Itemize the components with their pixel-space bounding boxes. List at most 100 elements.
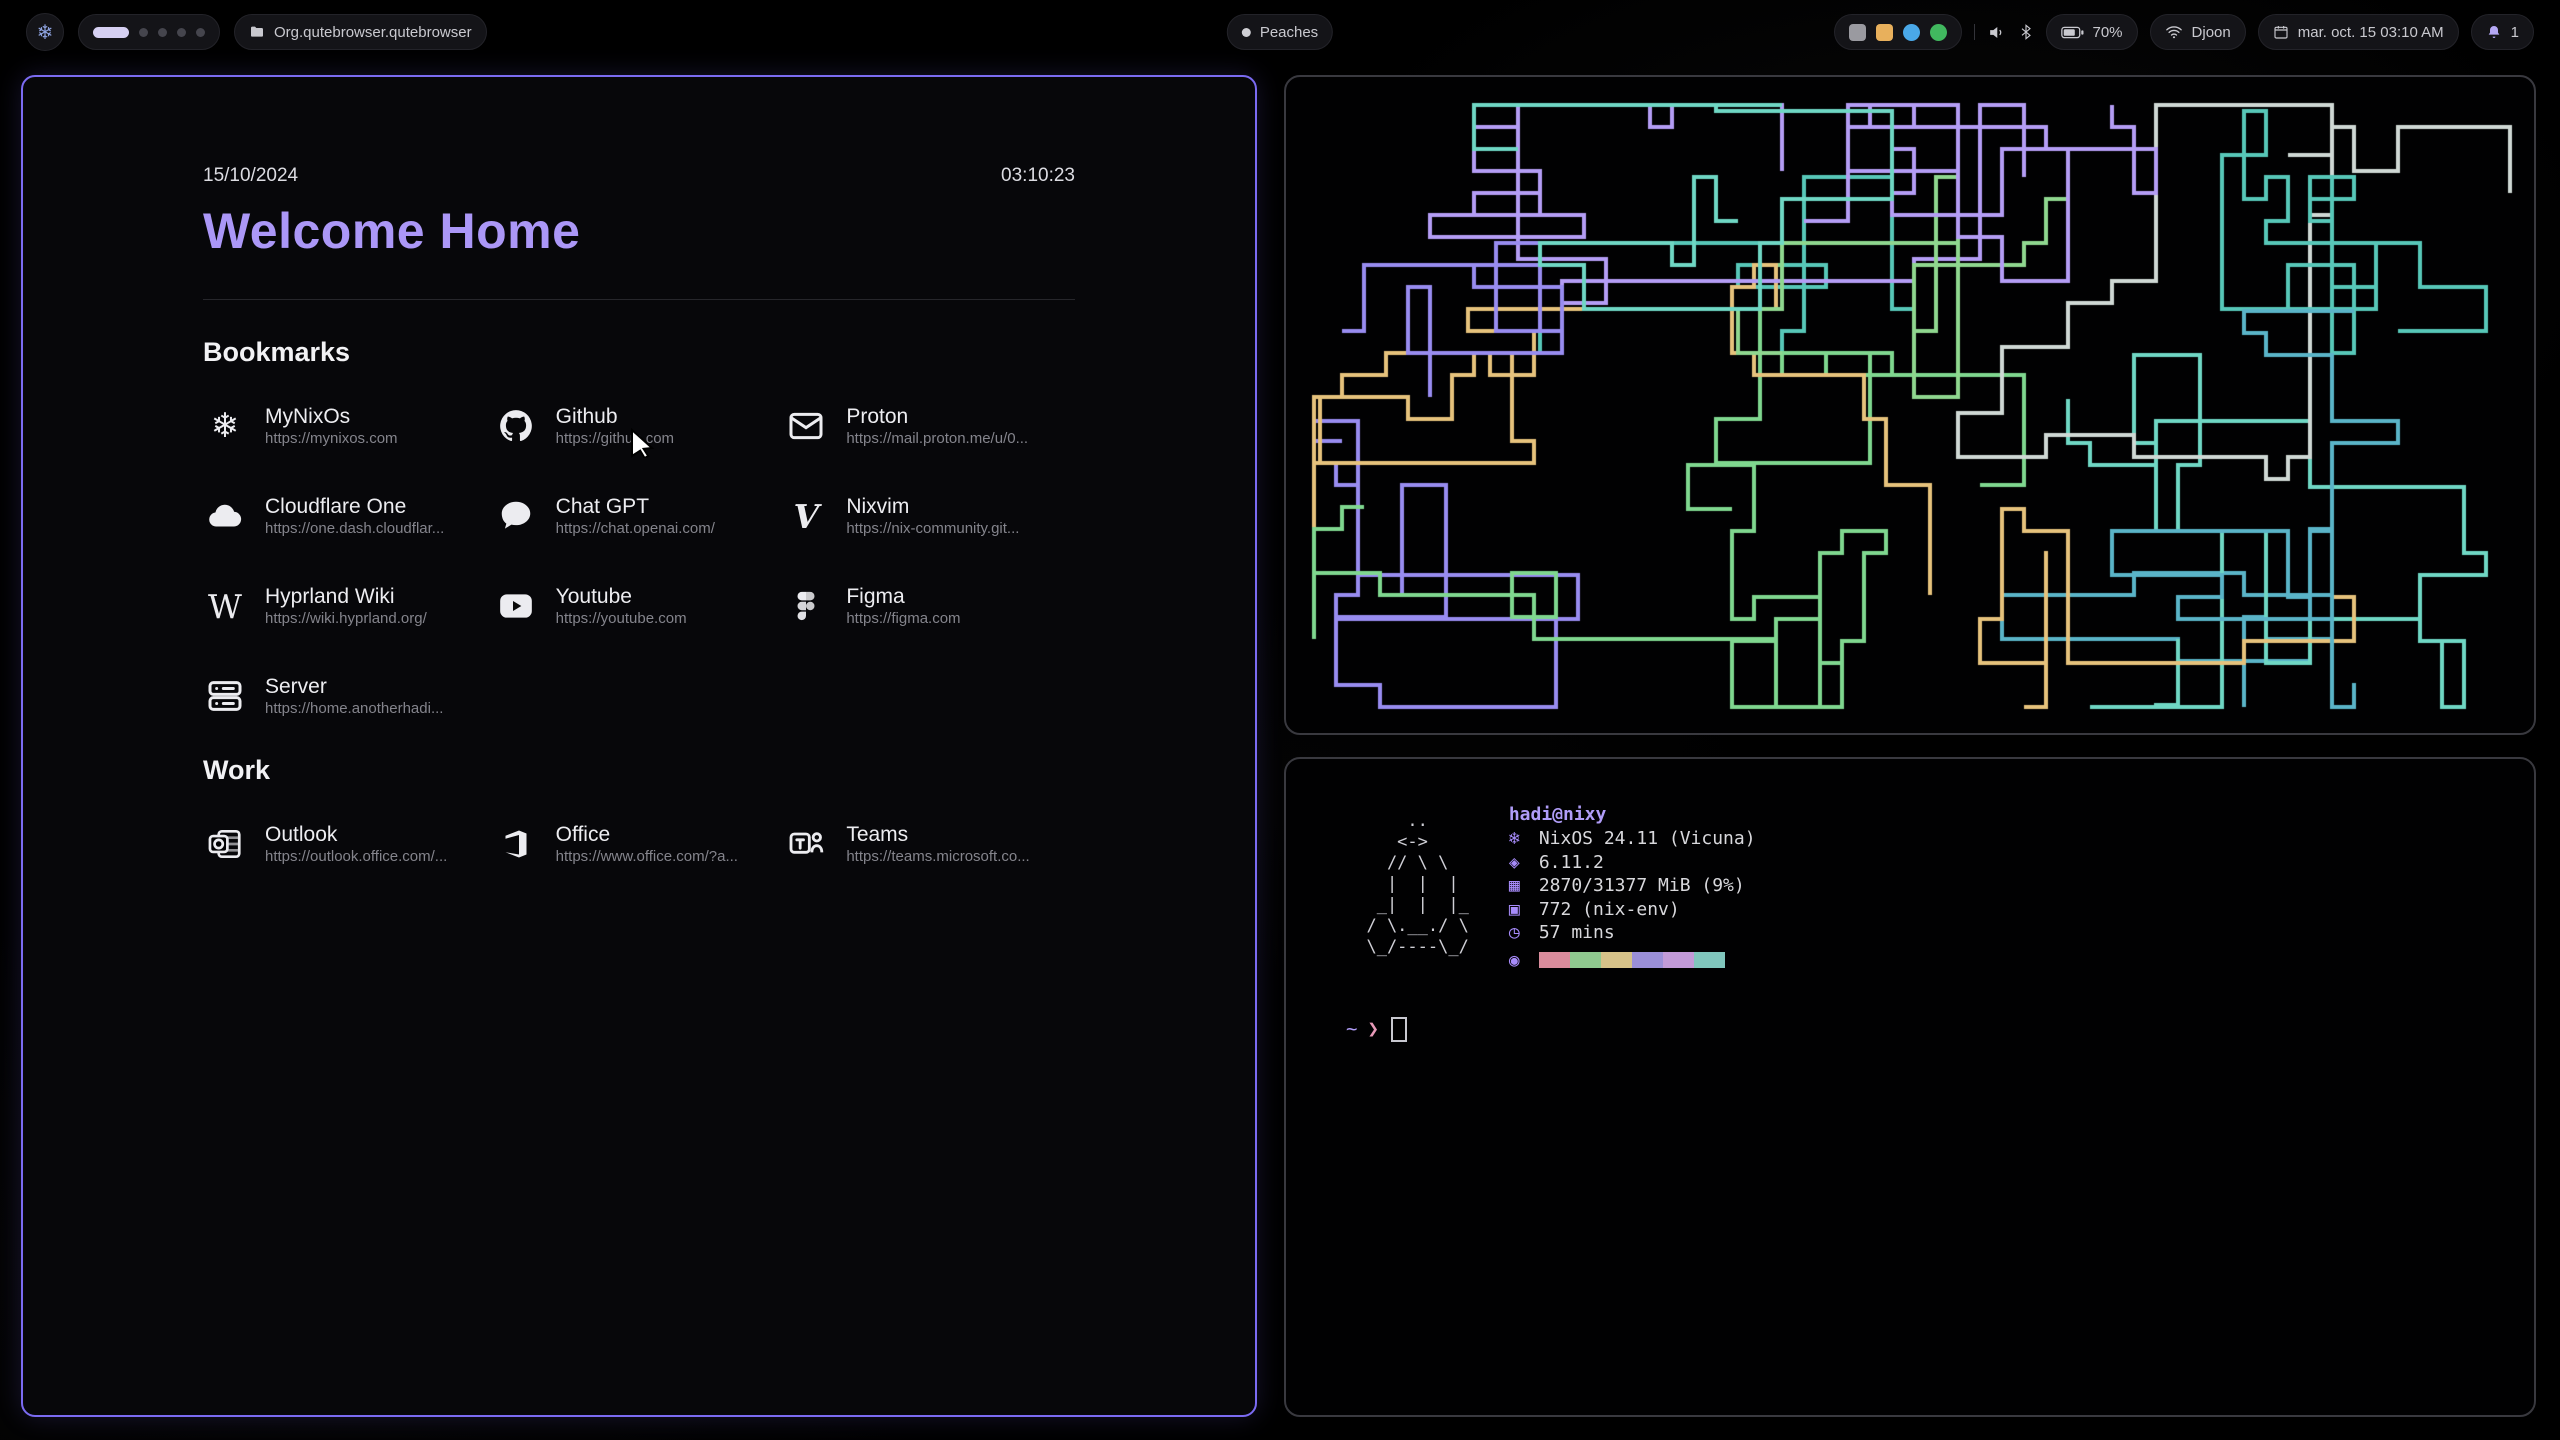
github-icon [494,404,538,448]
notifications-chip[interactable]: 1 [2470,14,2534,50]
bookmark-item[interactable]: Proton https://mail.proton.me/u/0... [784,404,1075,448]
work-section: Work Outlook https://outlook.office.com/… [203,754,1075,866]
center-status-chip[interactable]: Peaches [1226,14,1334,50]
palette-swatch [1662,952,1694,968]
palette-swatch [1631,952,1663,968]
volume-icon[interactable] [1987,23,2006,42]
bookmark-item[interactable]: Teams https://teams.microsoft.co... [784,822,1075,866]
memory-icon-row: ▦2870/31377 MiB (9%) [1509,874,1756,898]
cloud-icon [203,494,247,538]
bookmark-item[interactable]: W Hyprland Wiki https://wiki.hyprland.or… [203,584,494,628]
bookmark-item[interactable]: ❄ MyNixOs https://mynixos.com [203,404,494,448]
bookmark-label: Cloudflare One [265,495,407,518]
window-title-chip[interactable]: Org.qutebrowser.qutebrowser [234,14,487,50]
battery-percent: 70% [2092,23,2123,41]
status-dot-icon [1241,27,1251,37]
bookmarks-grid: ❄ MyNixOs https://mynixos.com Github htt… [203,404,1075,718]
bookmarks-heading: Bookmarks [203,337,351,367]
kernel-icon: ◈ [1508,851,1520,873]
fetch-palette [1538,952,1725,968]
bookmark-url: https://www.office.com/?a... [555,848,738,865]
tray-icon-3[interactable] [1902,23,1920,41]
office-icon [494,822,538,866]
bluetooth-icon[interactable] [2018,24,2034,40]
bookmark-item[interactable]: Github https://github.com [494,404,785,448]
startpage-content: 15/10/2024 03:10:23 Welcome Home Bookmar… [203,77,1075,866]
bookmark-label: Youtube [555,585,632,608]
bookmark-url: https://teams.microsoft.co... [846,848,1030,865]
bookmark-item[interactable]: Office https://www.office.com/?a... [494,822,785,866]
clock-chip[interactable]: mar. oct. 15 03:10 AM [2257,14,2459,50]
fetch-info: hadi@nixy ❄ NixOS 24.11 (Vicuna)◈6.11.2▦2… [1509,803,1756,971]
calendar-icon [2273,24,2289,40]
bookmark-item[interactable]: Cloudflare One https://one.dash.cloudfla… [203,494,494,538]
terminal-window: .. <-> // \ \ | | | _| | |_ / \.__./ \ \… [1284,757,2536,1417]
workspace-dot[interactable] [139,27,148,37]
terminal-cursor [1390,1016,1407,1042]
clock-label: mar. oct. 15 03:10 AM [2297,23,2444,41]
bar-separator [1973,24,1975,40]
tray-icon-2[interactable] [1875,23,1893,41]
bookmark-label: Teams [846,823,909,846]
bookmark-item[interactable]: Server https://home.anotherhadi... [203,674,494,718]
network-chip[interactable]: Djoon [2149,14,2246,50]
palette-swatch [1569,952,1601,968]
terminal-prompt[interactable]: ~ ❯ [1346,1016,2474,1042]
workspace-active-pill[interactable] [93,26,129,38]
tray-group [1833,14,1962,50]
nix-icon: ❄ [210,407,240,445]
fetch-info-text: 57 mins [1538,922,1615,943]
bookmark-url: https://figma.com [846,610,961,627]
battery-icon [2060,26,2084,39]
date-time-row: 15/10/2024 03:10:23 [203,165,1075,187]
packages-icon: ▣ [1508,898,1520,920]
startpage-date: 15/10/2024 [203,165,299,186]
palette-swatch [1600,952,1632,968]
bookmark-item[interactable]: Figma https://figma.com [784,584,1075,628]
network-ssid: Djoon [2191,23,2231,41]
folder-icon [249,24,265,40]
tray-icon-4[interactable] [1929,23,1947,41]
bookmark-label: Github [555,405,618,428]
wifi-icon [2165,23,2183,41]
fetch-ascii: .. <-> // \ \ | | | _| | |_ / \.__./ \ \… [1366,811,1469,957]
figma-icon [784,584,828,628]
bookmark-label: Figma [846,585,905,608]
workspace-dot[interactable] [196,27,205,37]
bookmark-item[interactable]: Youtube https://youtube.com [494,584,785,628]
launcher-button[interactable]: ❄ [26,13,64,51]
fetch-user-host: hadi@nixy [1508,804,1607,825]
nix-os-icon: ❄ [1508,828,1520,849]
workspace-dot[interactable] [177,27,186,37]
kernel-icon-row: ◈6.11.2 [1509,851,1756,875]
palette-swatch [1538,952,1570,968]
bell-icon [2486,24,2502,40]
fetch-palette-row: ◉ [1509,950,1756,971]
bookmark-url: https://github.com [555,430,675,447]
battery-chip[interactable]: 70% [2045,14,2138,50]
bookmark-item[interactable]: V Nixvim https://nix-community.git... [784,494,1075,538]
fetch-info-text: NixOS 24.11 (Vicuna) [1538,828,1756,849]
workspace-dot[interactable] [158,27,167,37]
bookmark-url: https://nix-community.git... [846,520,1020,537]
nix-os-icon-row: ❄ NixOS 24.11 (Vicuna) [1509,827,1756,851]
bookmark-url: https://outlook.office.com/... [265,848,448,865]
bookmark-url: https://one.dash.cloudflar... [265,520,445,537]
fastfetch-output: .. <-> // \ \ | | | _| | |_ / \.__./ \ \… [1346,803,2474,971]
bookmark-label: Proton [846,405,909,428]
bookmark-label: MyNixOs [265,405,351,428]
wiki-icon: W [208,586,242,626]
teams-icon [784,822,828,866]
bookmark-url: https://mail.proton.me/u/0... [846,430,1029,447]
work-heading: Work [203,755,271,785]
tray-icon-1[interactable] [1848,23,1866,41]
bookmark-label: Office [555,823,611,846]
bookmark-label: Nixvim [846,495,910,518]
topbar-right-group: 70% Djoon mar. oct. 15 03:10 AM 1 [1833,14,2534,50]
server-icon [203,674,247,718]
uptime-icon-row: ◷57 mins [1509,921,1756,945]
work-grid: Outlook https://outlook.office.com/... O… [203,822,1075,866]
nix-logo-icon: ❄ [36,21,54,44]
bookmark-item[interactable]: Outlook https://outlook.office.com/... [203,822,494,866]
bookmark-item[interactable]: Chat GPT https://chat.openai.com/ [494,494,785,538]
